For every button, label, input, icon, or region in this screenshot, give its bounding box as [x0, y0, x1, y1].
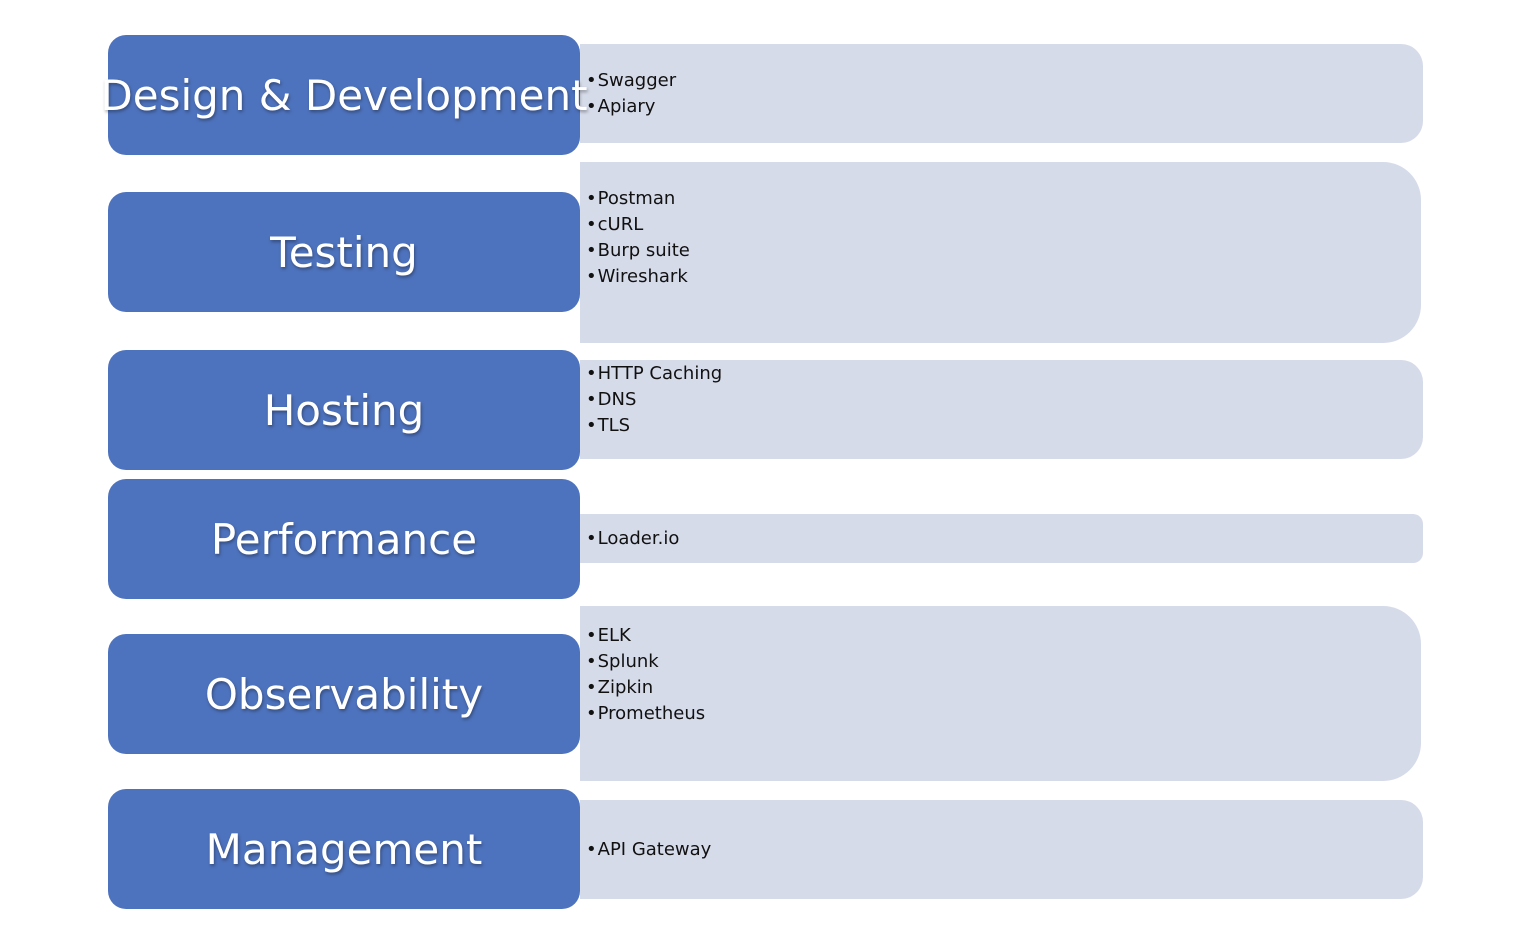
category-design-development: Design & Development — [100, 35, 588, 155]
tool-item: TLS — [586, 413, 1423, 439]
category-label: Management — [205, 824, 483, 874]
tools-panel-performance: Loader.io — [580, 514, 1423, 563]
category-hosting: Hosting — [108, 350, 580, 470]
tool-item: Zipkin — [586, 675, 1421, 701]
tool-list: Loader.io — [586, 526, 1423, 552]
tools-panel-design-development: Swagger Apiary — [580, 44, 1423, 143]
tool-item: Burp suite — [586, 238, 1421, 264]
tool-item: HTTP Caching — [586, 361, 1423, 387]
category-observability: Observability — [108, 634, 580, 754]
tool-item: DNS — [586, 387, 1423, 413]
category-label: Design & Development — [100, 70, 588, 120]
tool-item: Apiary — [586, 94, 1423, 120]
category-label: Hosting — [263, 385, 425, 435]
tool-item: ELK — [586, 623, 1421, 649]
tool-list: HTTP Caching DNS TLS — [586, 361, 1423, 439]
category-testing: Testing — [108, 192, 580, 312]
tool-item: Prometheus — [586, 701, 1421, 727]
tool-list: API Gateway — [586, 837, 1423, 863]
tool-item: Loader.io — [586, 526, 1423, 552]
tool-item: API Gateway — [586, 837, 1423, 863]
category-management: Management — [108, 789, 580, 909]
tool-item: Splunk — [586, 649, 1421, 675]
tool-item: cURL — [586, 212, 1421, 238]
tool-item: Wireshark — [586, 264, 1421, 290]
tools-panel-testing: Postman cURL Burp suite Wireshark — [580, 162, 1421, 343]
tool-list: Postman cURL Burp suite Wireshark — [586, 186, 1421, 290]
tool-list: ELK Splunk Zipkin Prometheus — [586, 623, 1421, 727]
category-performance: Performance — [108, 479, 580, 599]
tools-panel-observability: ELK Splunk Zipkin Prometheus — [580, 606, 1421, 781]
tool-item: Postman — [586, 186, 1421, 212]
tools-panel-management: API Gateway — [580, 800, 1423, 899]
tool-list: Swagger Apiary — [586, 68, 1423, 120]
tool-item: Swagger — [586, 68, 1423, 94]
tools-panel-hosting: HTTP Caching DNS TLS — [580, 360, 1423, 459]
category-label: Observability — [204, 669, 484, 719]
category-label: Performance — [210, 514, 478, 564]
category-label: Testing — [270, 227, 418, 277]
